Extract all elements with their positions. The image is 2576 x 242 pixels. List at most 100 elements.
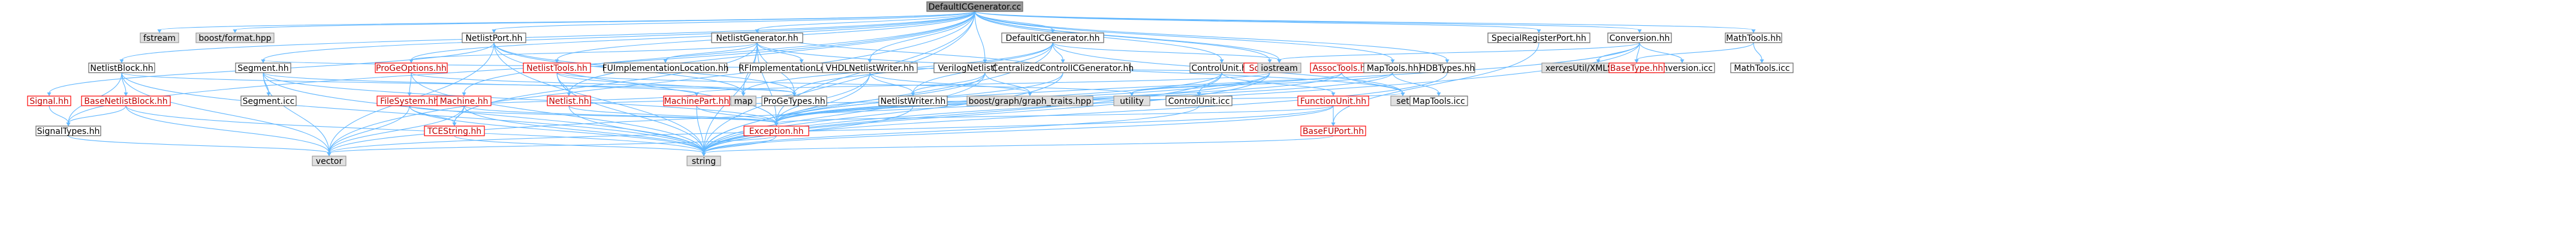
arrowhead-centralized_hh — [1060, 59, 1065, 63]
node-netlistblock-hh[interactable]: NetlistBlock.hh — [88, 62, 155, 73]
node-filesystem-hh[interactable]: FileSystem.hh — [376, 95, 442, 106]
edge-netlistgen_hh-to-rfimpl_hh — [757, 42, 802, 61]
node-exception-hh[interactable]: Exception.hh — [743, 126, 809, 136]
arrowhead-netlistwriter_hh — [911, 92, 915, 96]
edge-mathtools_hh-to-basetype_hh — [1636, 42, 1754, 61]
node-vector[interactable]: vector — [312, 156, 347, 166]
edge-root-to-mathtools_hh — [974, 11, 1754, 31]
node-box — [1607, 32, 1672, 43]
node-label: fstream — [143, 34, 176, 43]
edge-maptools_hh-to-maptools_icc — [1392, 72, 1439, 94]
node-tcestring-hh[interactable]: TCEString.hh — [424, 126, 485, 136]
node-label: NetlistTools.hh — [526, 64, 587, 73]
arrowhead-fstream — [157, 29, 162, 33]
edge-root-to-netlist_hh — [568, 11, 975, 94]
node-netlisttools-hh[interactable]: NetlistTools.hh — [523, 62, 591, 73]
node-assoctools-hh[interactable]: AssocTools.hh — [1310, 62, 1373, 73]
node-maptools-hh[interactable]: MapTools.hh — [1363, 62, 1422, 73]
node-vhdlwriter-hh[interactable]: VHDLNetlistWriter.hh — [822, 62, 918, 73]
arrowhead-hdbtypes_hh — [1445, 59, 1450, 63]
node-netlistwriter-hh[interactable]: NetlistWriter.hh — [878, 95, 948, 106]
edge-machine_hh-to-exception_hh — [463, 105, 777, 124]
node-label: NetlistWriter.hh — [881, 97, 946, 106]
node-machinepart-hh[interactable]: MachinePart.hh — [663, 95, 730, 106]
edge-root-to-specialreg_hh — [974, 11, 1539, 31]
arrowhead-conversion_hh — [1637, 29, 1642, 33]
node-label: BaseType.hh — [1610, 64, 1663, 73]
node-string[interactable]: string — [686, 156, 721, 166]
edge-socket_hh-to-machinepart_hh — [696, 72, 1270, 94]
edge-root-to-string — [703, 11, 975, 154]
arrowhead-basetype_hh — [1634, 59, 1639, 63]
node-graph-traits[interactable]: boost/graph/graph_traits.hpp — [966, 95, 1093, 106]
node-signaltypes-hh[interactable]: SignalTypes.hh — [35, 126, 101, 136]
edge-netlisttools_hh-to-string — [556, 72, 704, 154]
edge-controlunit_hh-to-functionunit_hh — [1221, 72, 1334, 94]
edge-vhdlwriter_hh-to-netlistwriter_hh — [869, 72, 914, 94]
arrowhead-utility — [1129, 92, 1134, 96]
edge-filesystem_hh-to-string — [409, 105, 704, 154]
node-maptools-icc[interactable]: MapTools.icc — [1409, 95, 1468, 106]
node-hdbtypes-hh[interactable]: HDBTypes.hh — [1419, 62, 1475, 73]
node-segment-icc[interactable]: Segment.icc — [240, 95, 297, 106]
node-utility[interactable]: utility — [1113, 95, 1150, 106]
node-mathtools-hh[interactable]: MathTools.hh — [1725, 32, 1782, 43]
arrowhead-signal_hh — [47, 92, 52, 96]
node-conversion-icc[interactable]: Conversion.icc — [1649, 62, 1715, 73]
node-centralized-hh[interactable]: CentralizedControlICGenerator.hh — [992, 62, 1134, 73]
node-functionunit-hh[interactable]: FunctionUnit.hh — [1297, 95, 1369, 106]
edge-controlunit_icc-to-string — [703, 105, 1200, 154]
node-set[interactable]: set — [1390, 95, 1415, 106]
arrowhead-basenetlistblock_hh — [123, 92, 128, 96]
arrowhead-netlist_hh — [567, 92, 571, 96]
node-progetypes-hh[interactable]: ProGeTypes.hh — [761, 95, 827, 106]
edge-root-to-verilogwriter_hh — [974, 11, 986, 61]
edge-netlisttools_hh-to-map — [556, 72, 744, 94]
node-segment-hh[interactable]: Segment.hh — [235, 62, 291, 73]
node-box — [1257, 62, 1301, 73]
node-label: Netlist.hh — [549, 97, 589, 106]
edge-functionunit_hh-to-exception_hh — [776, 105, 1334, 124]
node-box — [195, 32, 275, 43]
node-machine-hh[interactable]: Machine.hh — [436, 95, 492, 106]
node-mathtools-icc[interactable]: MathTools.icc — [1730, 62, 1794, 73]
node-fuimpl-hh[interactable]: FUImplementationLocation.hh — [602, 62, 729, 73]
node-label: VHDLNetlistWriter.hh — [825, 64, 914, 73]
node-iostream[interactable]: iostream — [1257, 62, 1301, 73]
node-box — [743, 126, 809, 136]
node-label: Segment.hh — [237, 64, 288, 73]
node-specialreg-hh[interactable]: SpecialRegisterPort.hh — [1487, 32, 1590, 43]
node-fstream[interactable]: fstream — [140, 32, 179, 43]
edge-segment_hh-to-exception_hh — [263, 72, 777, 124]
node-basetype-hh[interactable]: BaseType.hh — [1608, 62, 1665, 73]
node-label: SpecialRegisterPort.hh — [1492, 34, 1586, 43]
node-netlistgen-hh[interactable]: NetlistGenerator.hh — [711, 32, 803, 43]
arrowhead-exception_hh — [774, 123, 779, 126]
node-map[interactable]: map — [730, 95, 757, 106]
edge-verilogwriter_hh-to-netlistwriter_hh — [912, 72, 986, 94]
node-basefuport-hh[interactable]: BaseFUPort.hh — [1300, 126, 1366, 136]
node-format[interactable]: boost/format.hpp — [195, 32, 275, 43]
node-label: ControlUnit.hh — [1191, 64, 1252, 73]
edge-root-to-netlistblock_hh — [121, 11, 975, 61]
edge-conversion_hh-to-iostream — [1279, 42, 1640, 61]
arrowhead-mathtools_hh — [1751, 29, 1756, 33]
arrowhead-basefuport_hh — [1331, 123, 1336, 126]
node-label: FileSystem.hh — [380, 97, 439, 106]
edge-netlistgen_hh-to-exception_hh — [757, 42, 777, 124]
node-netlistport-hh[interactable]: NetlistPort.hh — [462, 32, 526, 43]
node-conversion-hh[interactable]: Conversion.hh — [1607, 32, 1672, 43]
node-label: boost/format.hpp — [198, 34, 271, 43]
edge-netlistblock_hh-to-vector — [121, 72, 330, 154]
node-signal-hh[interactable]: Signal.hh — [27, 95, 71, 106]
arrowhead-machine_hh — [462, 92, 466, 96]
arrowhead-segment_icc — [266, 92, 271, 96]
node-basenetlistblock-hh[interactable]: BaseNetlistBlock.hh — [81, 95, 171, 106]
node-box — [140, 32, 179, 43]
node-progeoptions-hh[interactable]: ProGeOptions.hh — [375, 62, 448, 73]
node-netlist-hh[interactable]: Netlist.hh — [547, 95, 591, 106]
arrowhead-netlistblock_hh — [119, 59, 124, 63]
node-controlunit-icc[interactable]: ControlUnit.icc — [1165, 95, 1233, 106]
node-defaulticgen-hh[interactable]: DefaultICGenerator.hh — [1001, 32, 1104, 43]
